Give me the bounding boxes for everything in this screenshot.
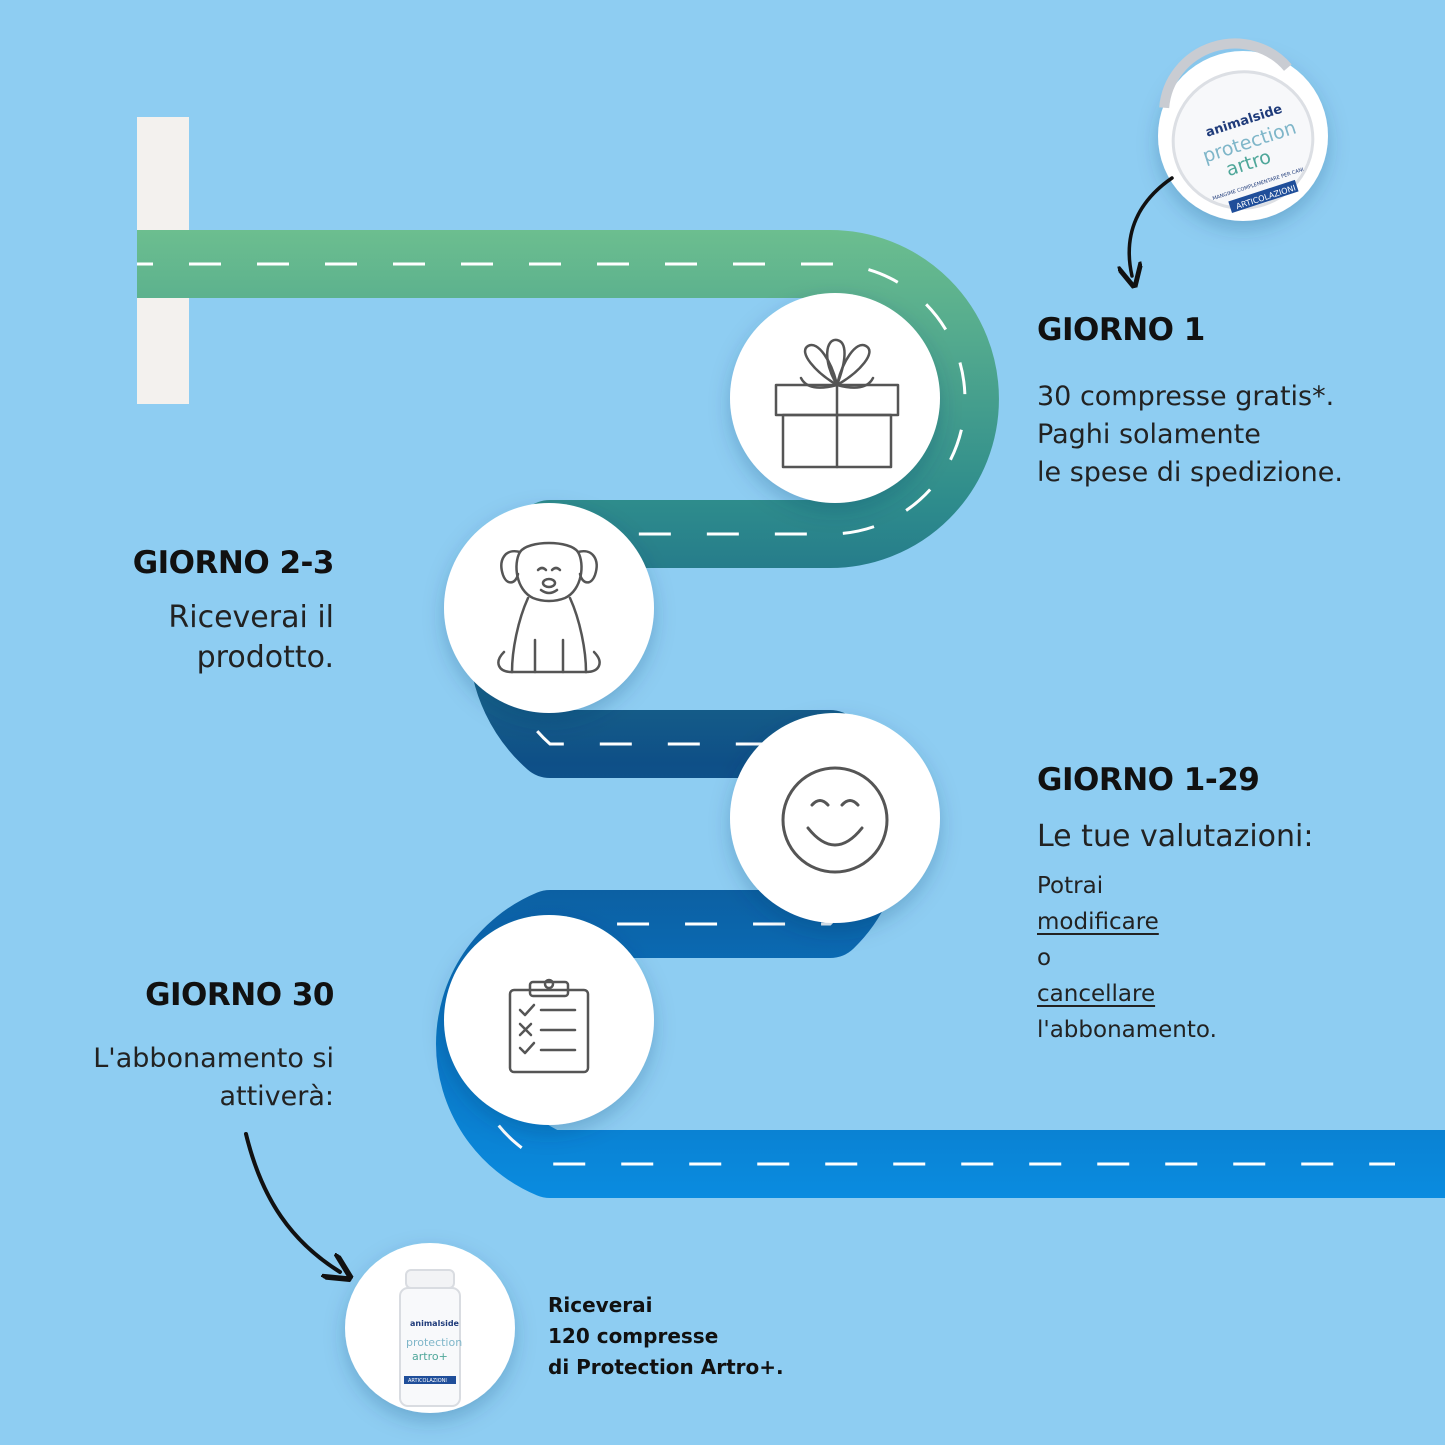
step-day1-29-line-1-prefix: Potrai — [1037, 873, 1104, 899]
final-note-line-3: di Protection Artro+. — [548, 1355, 784, 1379]
step-day2-3-title: GIORNO 2-3 — [132, 545, 335, 581]
gift-icon — [774, 338, 900, 469]
step-day30-description: L'abbonamento si attiverà: — [93, 1040, 334, 1116]
step-day2-3-description: Riceverai il prodotto. — [168, 598, 334, 678]
dog-icon — [497, 541, 601, 674]
step-day1-29-description: Potrai modificare o cancellare l'abbonam… — [1037, 868, 1217, 1048]
final-note-line-1: Riceverai — [548, 1293, 653, 1317]
bottle-name-1: protection — [406, 1336, 462, 1349]
modify-subscription-link[interactable]: modificare — [1037, 909, 1159, 935]
step-day1-29-subtitle: Le tue valutazioni: — [1037, 819, 1314, 854]
step-day1-line-1: 30 compresse gratis*. — [1037, 381, 1335, 412]
cancel-subscription-link[interactable]: cancellare — [1037, 981, 1156, 1007]
dog-step-circle — [444, 503, 654, 713]
step-day30-title: GIORNO 30 — [145, 977, 334, 1013]
gift-step-circle — [730, 293, 940, 503]
step-day30-line-2: attiverà: — [219, 1081, 334, 1112]
step-day1-29-line-3: l'abbonamento. — [1037, 1017, 1217, 1043]
final-product-note: Riceverai 120 compresse di Protection Ar… — [548, 1290, 784, 1383]
step-day1-line-3: le spese di spedizione. — [1037, 457, 1343, 488]
bottle-brand: animalside — [410, 1319, 460, 1328]
step-day1-description: 30 compresse gratis*. Paghi solamente le… — [1037, 378, 1343, 492]
product-jar-image: animalside protection artro MANGIME COMP… — [1159, 38, 1315, 213]
checklist-step-circle — [444, 915, 654, 1125]
smiley-step-circle — [730, 713, 940, 923]
step-day1-29-line-2-prefix: o — [1037, 945, 1052, 971]
step-day1-29-title: GIORNO 1-29 — [1037, 762, 1260, 798]
bottle-badge-text: ARTICOLAZIONI — [408, 1378, 447, 1384]
smiley-icon — [781, 766, 889, 874]
step-day30-line-1: L'abbonamento si — [93, 1043, 334, 1074]
arrow-to-final-product — [244, 1132, 340, 1272]
step-day2-3-line-1: Riceverai il — [168, 600, 334, 635]
bottle-name-2: artro+ — [412, 1350, 448, 1363]
arrow-to-day1 — [1129, 176, 1174, 276]
step-day1-title: GIORNO 1 — [1037, 312, 1205, 348]
step-day2-3-line-2: prodotto. — [196, 640, 334, 675]
step-day1-line-2: Paghi solamente — [1037, 419, 1261, 450]
final-note-line-2: 120 compresse — [548, 1324, 719, 1348]
product-bottle-image: animalside protection artro+ ARTICOLAZIO… — [399, 1269, 462, 1407]
checklist-icon — [508, 978, 590, 1074]
